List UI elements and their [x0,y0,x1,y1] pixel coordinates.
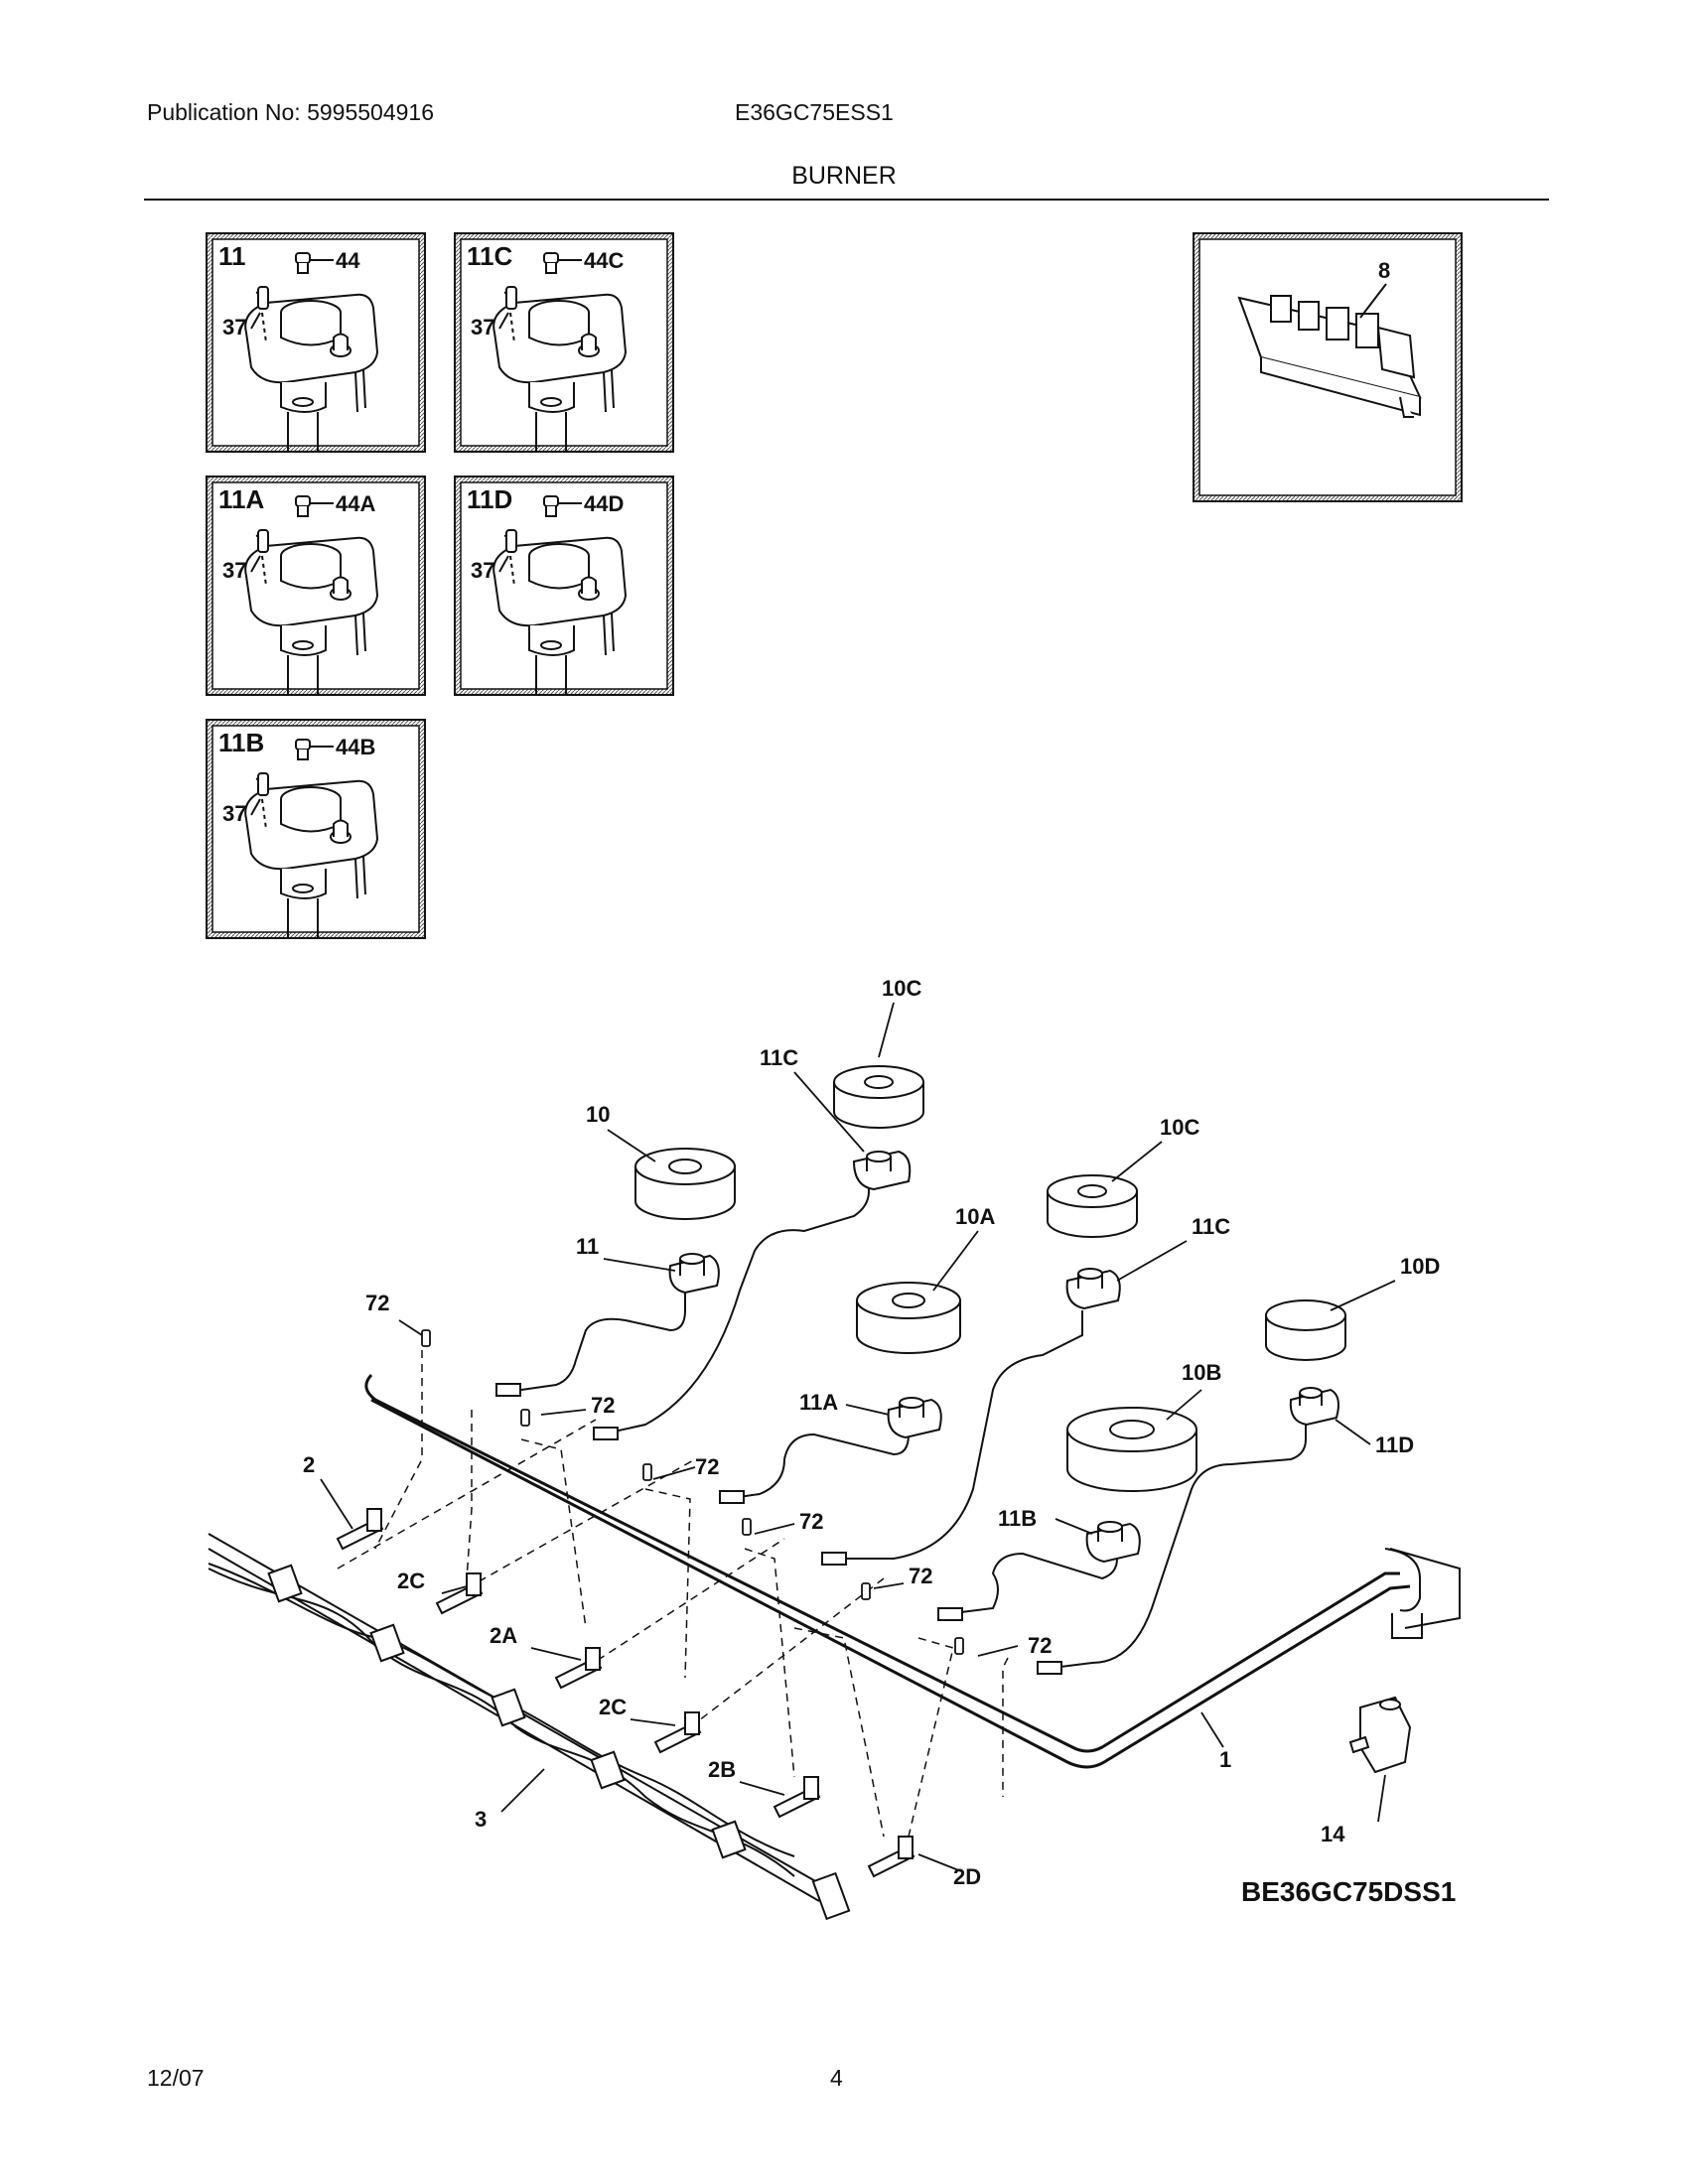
part-labels: 10C 10 11C 10C 10A 11C 11 10D 10B 72 72 … [303,976,1440,1889]
ignition-module-drawing [1237,295,1422,418]
label-72-c: 72 [695,1454,719,1479]
burner-cap-10a [856,1282,961,1354]
valve-2d [867,1836,915,1878]
valve-2c-b [653,1711,702,1754]
burner-base-11a [887,1397,942,1439]
leader-lines [320,1002,1396,1872]
inset-panel-11: 11 44 37 [206,232,426,453]
burner-bases [668,1150,1339,1564]
inset-panels: 11 44 37 11C 44C 37 11A 44A 37 11D 44D 37 11B 44B… [206,232,674,939]
header-rule [144,199,1549,201]
label-10b: 10B [1182,1360,1221,1385]
manifold-and-harness [208,1166,1461,1921]
regulator [1348,1696,1412,1774]
label-11: 11 [576,1234,599,1259]
screw-label: 37 [222,558,246,583]
valve-2b [773,1776,821,1819]
label-3: 3 [475,1807,487,1832]
inset-id-label: 11 [218,241,246,271]
page-number: 4 [830,2065,843,2091]
nozzle-label: 44A [336,491,375,516]
footer-date: 12/07 [147,2065,205,2091]
inset-panel-11a: 11A 44A 37 [206,476,426,696]
burner-cap-10d [1265,1299,1346,1361]
ignition-module-label: 8 [1378,258,1390,283]
label-2c-b: 2C [599,1695,627,1719]
label-72-b: 72 [591,1393,615,1418]
burner-cap-10c-right [1047,1174,1138,1238]
valve-2a [554,1647,603,1690]
burner-base-11b [1085,1521,1141,1564]
label-11d: 11D [1375,1433,1414,1457]
screw-label: 37 [222,801,246,826]
screw-label: 37 [471,558,494,583]
alignment-lines [337,1350,1009,1838]
burner-cap-10c-top [833,1065,924,1129]
label-2a: 2A [490,1623,517,1648]
label-11a: 11A [799,1390,838,1415]
diagram-code: BE36GC75DSS1 [1241,1876,1456,1907]
inset-id-label: 11D [467,484,512,514]
gas-valves [336,1508,915,1878]
burner-base-11c-top [852,1150,912,1191]
valve-2c-a [435,1572,484,1615]
nozzle-label: 44C [584,248,624,273]
burner-base-11c-right [1065,1268,1121,1310]
label-14: 14 [1321,1822,1345,1846]
valve-2 [336,1508,384,1551]
label-10d: 10D [1400,1254,1440,1279]
screws-72 [421,1329,964,1655]
screw-label: 37 [222,315,246,340]
label-10: 10 [586,1102,610,1127]
model-number: E36GC75ESS1 [735,99,894,125]
label-2: 2 [303,1452,315,1477]
label-10c-right: 10C [1160,1115,1199,1140]
burner-cap-10b [1066,1407,1197,1492]
label-10c-top: 10C [882,976,921,1001]
label-72-f: 72 [1028,1633,1052,1658]
burner-base-11d [1289,1387,1339,1427]
label-72-d: 72 [799,1509,823,1534]
section-title: BURNER [791,162,897,190]
label-1: 1 [1219,1747,1231,1772]
nozzle-label: 44 [336,248,360,273]
burner-cap-10 [634,1148,736,1220]
label-2d: 2D [953,1864,981,1889]
label-11c-top: 11C [760,1045,798,1070]
inset-id-label: 11C [467,241,512,271]
label-11c-right: 11C [1192,1214,1230,1239]
label-10a: 10A [955,1204,995,1229]
publication-number: Publication No: 5995504916 [147,99,435,125]
inset-panel-11d: 11D 44D 37 [454,476,674,696]
label-11b: 11B [998,1506,1037,1531]
inset-id-label: 11B [218,728,264,757]
screw-label: 37 [471,315,494,340]
inset-panel-11b: 11B 44B 37 [206,719,426,939]
inset-id-label: 11A [218,484,264,514]
burner-caps [634,1065,1346,1492]
inset-panel-11c: 11C 44C 37 [454,232,674,453]
label-72-e: 72 [909,1564,932,1588]
burner-base-11 [668,1253,720,1295]
ignition-module-panel: 8 [1193,232,1463,502]
label-2b: 2B [708,1757,736,1782]
nozzle-label: 44B [336,735,375,759]
label-2c-a: 2C [397,1569,425,1593]
label-72-a: 72 [365,1291,389,1315]
nozzle-label: 44D [584,491,624,516]
